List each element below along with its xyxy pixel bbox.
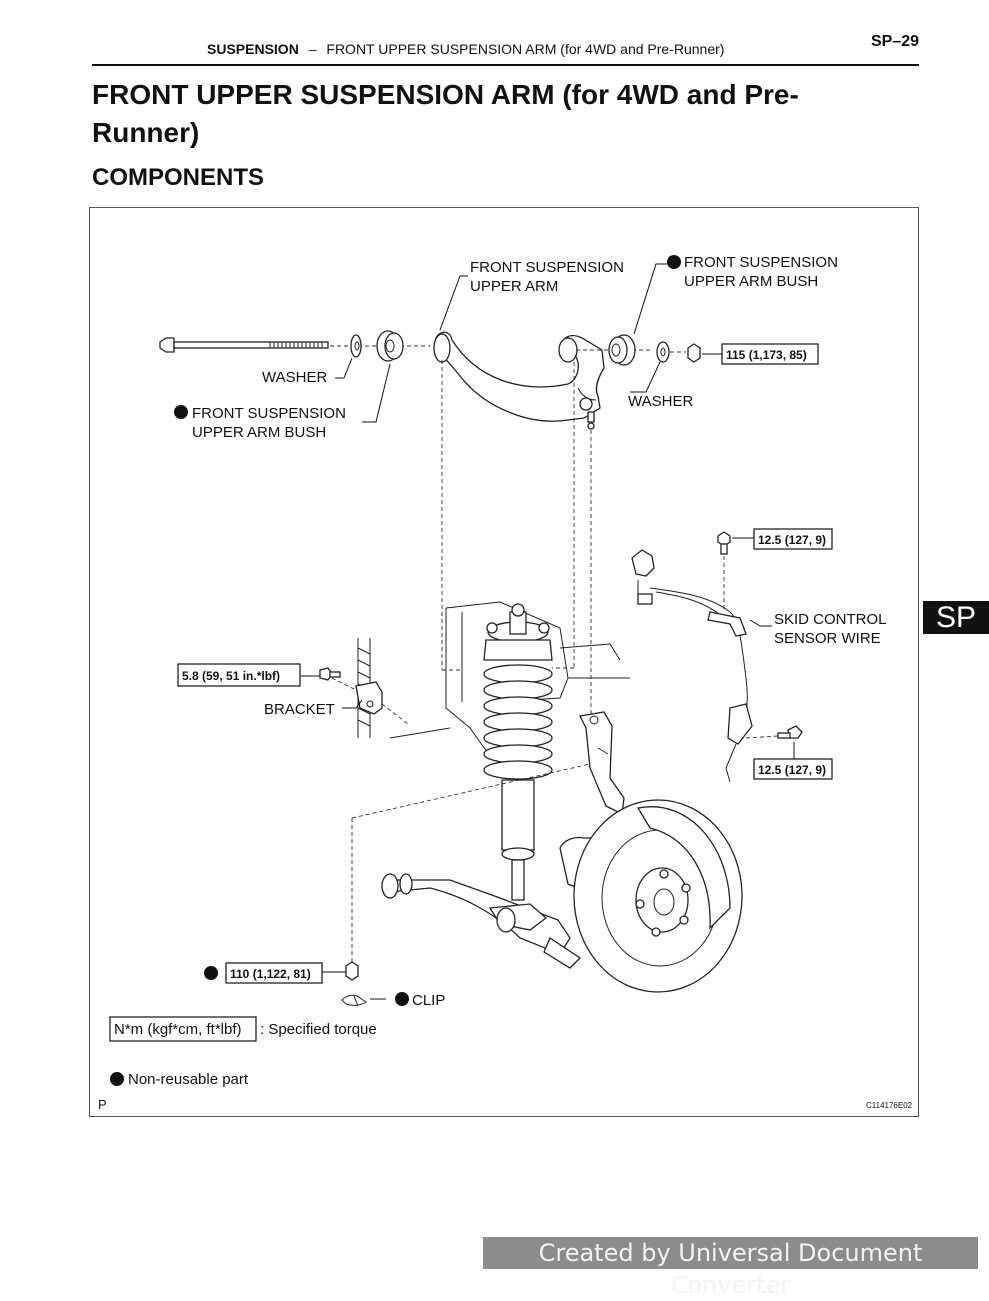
- bush-right: [608, 334, 636, 366]
- upper-arm-bolt: [159, 337, 329, 353]
- section-heading: COMPONENTS: [92, 164, 265, 191]
- torque-nut-upper: 115 (1,173, 85): [726, 348, 807, 362]
- vehicle-frame: [389, 601, 630, 757]
- washer-left: [350, 334, 362, 358]
- page-header: SUSPENSION – FRONT UPPER SUSPENSION ARM …: [92, 33, 919, 66]
- label-front-arm-line2: UPPER ARM: [470, 278, 558, 295]
- label-bush-left-line1: FRONT SUSPENSION: [192, 405, 346, 422]
- label-bush-left-line2: UPPER ARM BUSH: [192, 424, 326, 441]
- section-tab: SP: [923, 601, 989, 634]
- sensor-bolt-top: [717, 531, 731, 555]
- torque-sensor-bolt-top: 12.5 (127, 9): [758, 533, 826, 547]
- figure-corner-label: P: [98, 1097, 107, 1112]
- lower-arm: [381, 873, 582, 969]
- header-title: SUSPENSION – FRONT UPPER SUSPENSION ARM …: [207, 41, 724, 57]
- figure-id: C114176E02: [866, 1101, 913, 1110]
- torque-nut-lower: 110 (1,122, 81): [230, 967, 311, 981]
- disc-rotor: [559, 799, 743, 993]
- torque-bracket-bolt: 5.8 (59, 51 in.*lbf): [182, 669, 280, 683]
- label-bracket: BRACKET: [264, 701, 335, 718]
- bush-left: [376, 330, 404, 362]
- legend-non-reusable: Non-reusable part: [128, 1071, 249, 1088]
- page-number: SP–29: [870, 33, 919, 50]
- header-subtitle: FRONT UPPER SUSPENSION ARM (for 4WD and …: [326, 41, 725, 57]
- torque-box: [753, 758, 833, 780]
- non-reusable-dot-icon: [395, 992, 409, 1006]
- bracket: [355, 681, 383, 715]
- front-suspension-upper-arm: [433, 331, 605, 430]
- non-reusable-dot-icon: [204, 966, 218, 980]
- components-figure: .part { fill: #fff; stroke: #222; stroke…: [89, 207, 919, 1117]
- coil-spring-strut: [483, 603, 553, 901]
- legend-torque-unit: N*m (kgf*cm, ft*lbf): [114, 1021, 242, 1038]
- clip: [341, 994, 367, 1007]
- steering-knuckle: [579, 711, 625, 815]
- washer-right: [656, 341, 670, 363]
- label-skid-line1: SKID CONTROL: [774, 611, 887, 628]
- torque-box: [721, 343, 819, 365]
- bracket-bolt: [319, 667, 341, 681]
- non-reusable-dot-icon: [174, 405, 188, 419]
- torque-box: [225, 962, 323, 984]
- header-separator: –: [308, 41, 317, 57]
- torque-box: [753, 528, 833, 550]
- components-diagram: .part { fill: #fff; stroke: #222; stroke…: [98, 254, 913, 1112]
- non-reusable-dot-icon: [667, 255, 681, 269]
- upper-arm-nut: [687, 343, 701, 363]
- torque-box: [177, 663, 301, 687]
- label-washer-left: WASHER: [262, 369, 327, 386]
- torque-sensor-bolt-bottom: 12.5 (127, 9): [758, 763, 826, 777]
- page-title: FRONT UPPER SUSPENSION ARM (for 4WD and …: [92, 79, 799, 148]
- label-front-arm-line1: FRONT SUSPENSION: [470, 259, 624, 276]
- label-bush-right-line1: FRONT SUSPENSION: [684, 254, 838, 271]
- label-washer-right: WASHER: [628, 393, 693, 410]
- legend-torque-desc: : Specified torque: [260, 1021, 377, 1038]
- legend-torque-box: [109, 1016, 257, 1042]
- watermark: Created by Universal Document Converter: [483, 1237, 978, 1299]
- label-skid-line2: SENSOR WIRE: [774, 630, 881, 647]
- skid-control-sensor-wire: [631, 549, 753, 783]
- sensor-bolt-bottom: [777, 725, 803, 739]
- label-bush-right-line2: UPPER ARM BUSH: [684, 273, 818, 290]
- label-clip: CLIP: [412, 992, 445, 1009]
- header-section: SUSPENSION: [207, 41, 299, 57]
- non-reusable-dot-icon: [110, 1072, 124, 1086]
- lower-nut: [345, 961, 359, 981]
